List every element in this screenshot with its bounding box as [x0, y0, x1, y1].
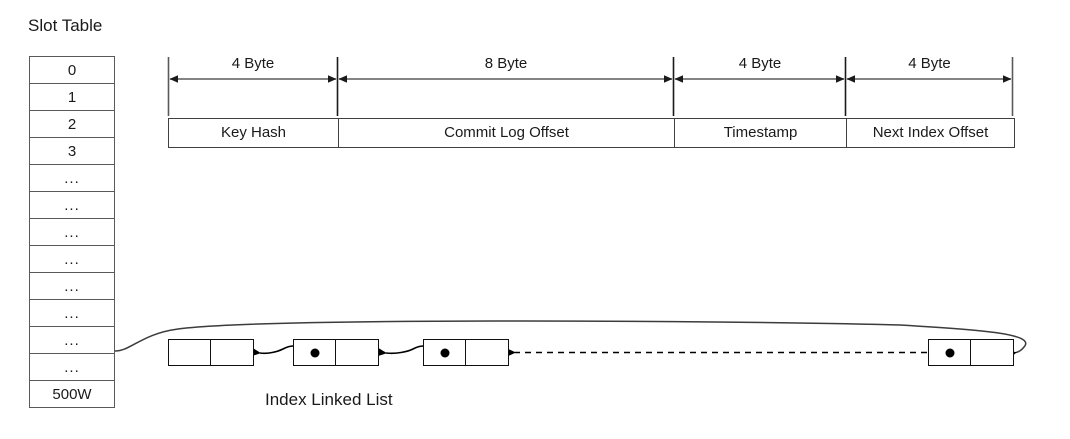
byte-label-timestamp: 4 Byte	[738, 55, 782, 72]
record-field-commit-log-offset: Commit Log Offset	[339, 119, 675, 147]
slot-row-11[interactable]: ...	[30, 354, 114, 381]
record-field-key-hash: Key Hash	[169, 119, 339, 147]
slot-row-5[interactable]: ...	[30, 192, 114, 219]
pointer-dot-icon	[440, 348, 449, 357]
list-item	[423, 339, 509, 366]
list-item	[928, 339, 1014, 366]
node-value-cell	[336, 340, 378, 365]
slot-row-10[interactable]: ...	[30, 327, 114, 354]
slot-row-9[interactable]: ...	[30, 300, 114, 327]
linked-list-caption: Index Linked List	[265, 390, 393, 409]
node-value-cell	[211, 340, 253, 365]
slot-row-8[interactable]: ...	[30, 273, 114, 300]
slot-row-2[interactable]: 2	[30, 111, 114, 138]
pointer-dot-icon	[945, 348, 954, 357]
pointer-dot-icon	[310, 348, 319, 357]
slot-row-7[interactable]: ...	[30, 246, 114, 273]
slot-row-12[interactable]: 500W	[30, 381, 114, 408]
list-item	[168, 339, 254, 366]
slot-row-3[interactable]: 3	[30, 138, 114, 165]
byte-size-ruler	[167, 57, 1014, 116]
record-layout-row: Key Hash Commit Log Offset Timestamp Nex…	[168, 118, 1015, 148]
record-field-next-index-offset: Next Index Offset	[872, 124, 989, 141]
slot-row-1[interactable]: 1	[30, 84, 114, 111]
node-key-cell	[169, 340, 211, 365]
slot-row-0[interactable]: 0	[30, 57, 114, 84]
slot-row-4[interactable]: ...	[30, 165, 114, 192]
node-value-cell	[466, 340, 508, 365]
node-key-cell	[929, 340, 971, 365]
node-value-cell	[971, 340, 1013, 365]
slot-row-6[interactable]: ...	[30, 219, 114, 246]
record-field-timestamp: Timestamp	[675, 119, 847, 147]
byte-label-commit-log-offset: 8 Byte	[484, 55, 528, 72]
node-key-cell	[424, 340, 466, 365]
list-item	[293, 339, 379, 366]
byte-label-key-hash: 4 Byte	[231, 55, 275, 72]
slot-table-title: Slot Table	[28, 16, 103, 35]
node-key-cell	[294, 340, 336, 365]
byte-label-next-index-offset: 4 Byte	[908, 55, 951, 72]
